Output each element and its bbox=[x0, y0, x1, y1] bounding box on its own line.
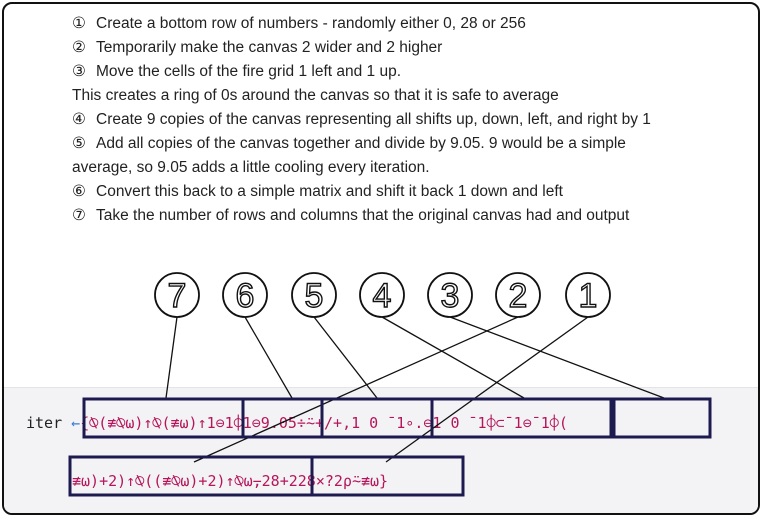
step-number: ⑥ bbox=[72, 183, 86, 200]
code-box-step-6 bbox=[241, 397, 324, 439]
step-item: ⑥ Convert this back to a simple matrix an… bbox=[72, 180, 651, 204]
step-text: Create a bottom row of numbers - randoml… bbox=[96, 15, 526, 32]
step-circle-label: 1 bbox=[579, 277, 598, 315]
step-item: ② Temporarily make the canvas 2 wider and… bbox=[72, 36, 651, 60]
step-circle-label: 4 bbox=[373, 277, 392, 315]
step-text: Add all copies of the canvas together an… bbox=[96, 135, 626, 152]
connector-1 bbox=[385, 316, 589, 463]
step-number: ⑤ bbox=[72, 135, 86, 152]
code-area: iter ←{⍉(≢⍉⍵)↑⍉(≢⍵)↑1⊖1⌽1⊖9.05÷⍨+/+,1 0 … bbox=[4, 387, 758, 513]
connector-2 bbox=[193, 316, 519, 463]
assign-arrow: ← bbox=[71, 414, 81, 432]
code-line-2: ≢⍵)+2)↑⍉((≢⍉⍵)+2)↑⍉⍵⍪28+228×?2⍴⍨≢⍵} bbox=[72, 472, 389, 490]
step-circle-6: 6 bbox=[222, 272, 268, 318]
connector-5 bbox=[313, 316, 378, 399]
step-text: average, so 9.05 adds a little cooling e… bbox=[72, 159, 430, 176]
step-circle-7: 7 bbox=[154, 272, 200, 318]
code-box-step-1 bbox=[310, 455, 465, 497]
connector-7 bbox=[165, 316, 178, 399]
step-text: Create 9 copies of the canvas representi… bbox=[96, 111, 651, 128]
step-item: ③ Move the cells of the fire grid 1 left … bbox=[72, 60, 651, 84]
step-text: Move the cells of the fire grid 1 left a… bbox=[96, 63, 402, 80]
code-box-step-4 bbox=[430, 397, 613, 439]
step-circle-label: 6 bbox=[236, 277, 255, 315]
step-number: ② bbox=[72, 39, 86, 56]
code-box-step-2 bbox=[68, 455, 314, 497]
step-text: Take the number of rows and columns that… bbox=[96, 207, 630, 224]
step-item: ⑤ Add all copies of the canvas together a… bbox=[72, 132, 651, 156]
step-text: This creates a ring of 0s around the can… bbox=[72, 87, 559, 104]
step-number: ③ bbox=[72, 63, 86, 80]
step-text: Convert this back to a simple matrix and… bbox=[96, 183, 563, 200]
code-keyword: iter bbox=[26, 414, 63, 432]
connector-3 bbox=[449, 316, 665, 399]
step-circle-label: 2 bbox=[509, 277, 528, 315]
step-number: ⑦ bbox=[72, 207, 86, 224]
code-box-step-7 bbox=[82, 397, 245, 439]
step-circle-5: 5 bbox=[291, 272, 337, 318]
step-item: ④ Create 9 copies of the canvas represent… bbox=[72, 108, 651, 132]
step-circle-3: 3 bbox=[427, 272, 473, 318]
step-list: ① Create a bottom row of numbers - random… bbox=[72, 12, 651, 228]
step-item-continuation: This creates a ring of 0s around the can… bbox=[72, 84, 651, 108]
step-circle-2: 2 bbox=[495, 272, 541, 318]
step-item: ① Create a bottom row of numbers - random… bbox=[72, 12, 651, 36]
step-text: Temporarily make the canvas 2 wider and … bbox=[96, 39, 443, 56]
connector-6 bbox=[244, 316, 293, 399]
step-item-continuation: average, so 9.05 adds a little cooling e… bbox=[72, 156, 651, 180]
step-circle-1: 1 bbox=[565, 272, 611, 318]
step-item: ⑦ Take the number of rows and columns tha… bbox=[72, 204, 651, 228]
step-number: ① bbox=[72, 15, 86, 32]
step-circle-label: 7 bbox=[168, 277, 187, 315]
step-circle-label: 3 bbox=[441, 277, 460, 315]
step-circle-label: 5 bbox=[305, 277, 324, 315]
connector-4 bbox=[381, 316, 525, 399]
code-box-step-5 bbox=[320, 397, 434, 439]
code-box-step-3 bbox=[612, 397, 712, 439]
annotation-overlay: 7 6 5 4 3 2 1 bbox=[68, 272, 712, 497]
step-circle-4: 4 bbox=[359, 272, 405, 318]
step-number: ④ bbox=[72, 111, 86, 128]
